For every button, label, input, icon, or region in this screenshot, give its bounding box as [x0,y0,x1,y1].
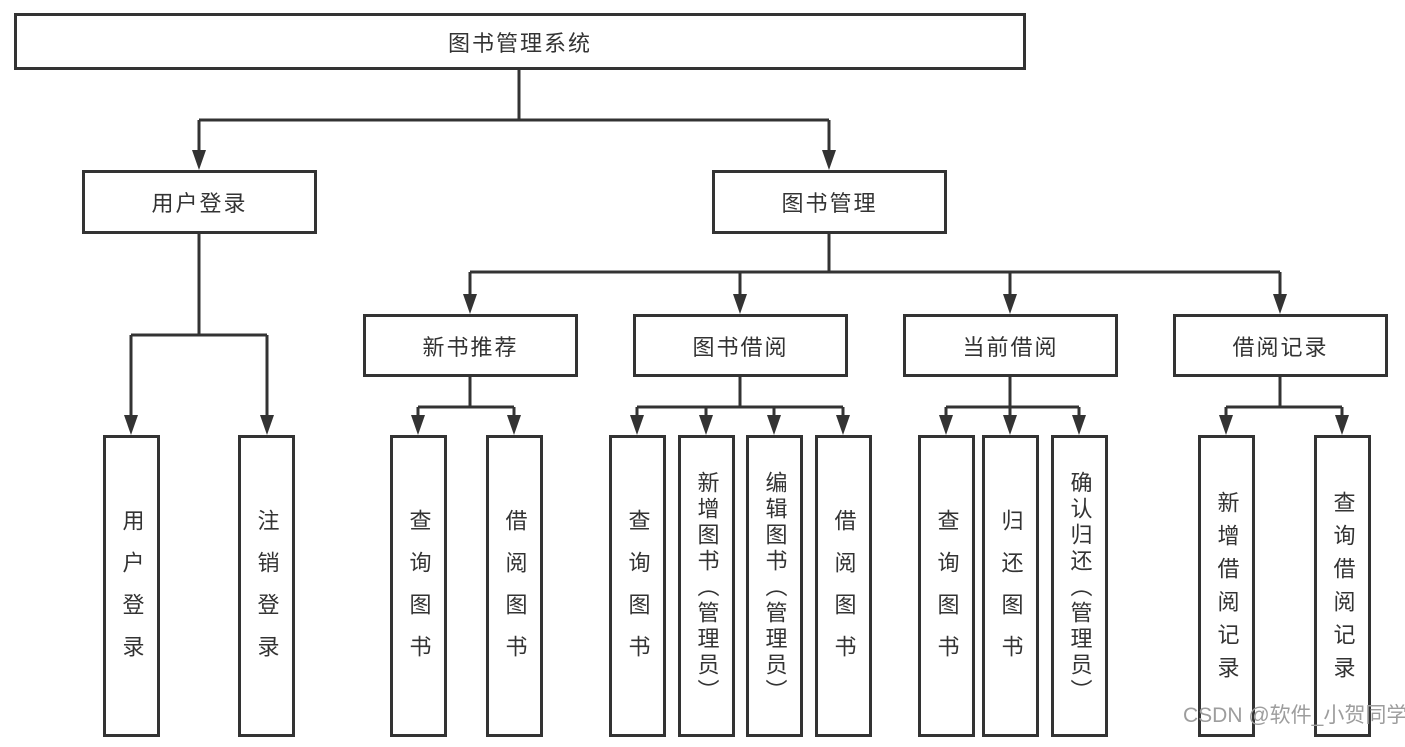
leaf-borrow-books-recommend: 借阅图书 [486,435,543,737]
node-new-book-recommend: 新书推荐 [363,314,578,377]
leaf-add-books-admin: 新增图书（管理员） [678,435,735,737]
leaf-edit-books-admin: 编辑图书（管理员） [746,435,803,737]
leaf-return-books: 归还图书 [982,435,1039,737]
leaf-query-books-recommend: 查询图书 [390,435,447,737]
leaf-query-borrow-record: 查询借阅记录 [1314,435,1371,737]
leaf-query-books-current: 查询图书 [918,435,975,737]
node-book-management: 图书管理 [712,170,947,234]
leaf-user-login: 用户登录 [103,435,160,737]
node-user-login: 用户登录 [82,170,317,234]
node-book-borrow: 图书借阅 [633,314,848,377]
leaf-add-borrow-record: 新增借阅记录 [1198,435,1255,737]
node-borrow-records: 借阅记录 [1173,314,1388,377]
leaf-borrow-books: 借阅图书 [815,435,872,737]
leaf-query-books-borrow: 查询图书 [609,435,666,737]
leaf-logout: 注销登录 [238,435,295,737]
csdn-watermark: CSDN @软件_小贺同学 [1183,704,1405,727]
leaf-confirm-return-admin: 确认归还（管理员） [1051,435,1108,737]
node-current-borrow: 当前借阅 [903,314,1118,377]
node-library-system-root: 图书管理系统 [14,13,1026,70]
